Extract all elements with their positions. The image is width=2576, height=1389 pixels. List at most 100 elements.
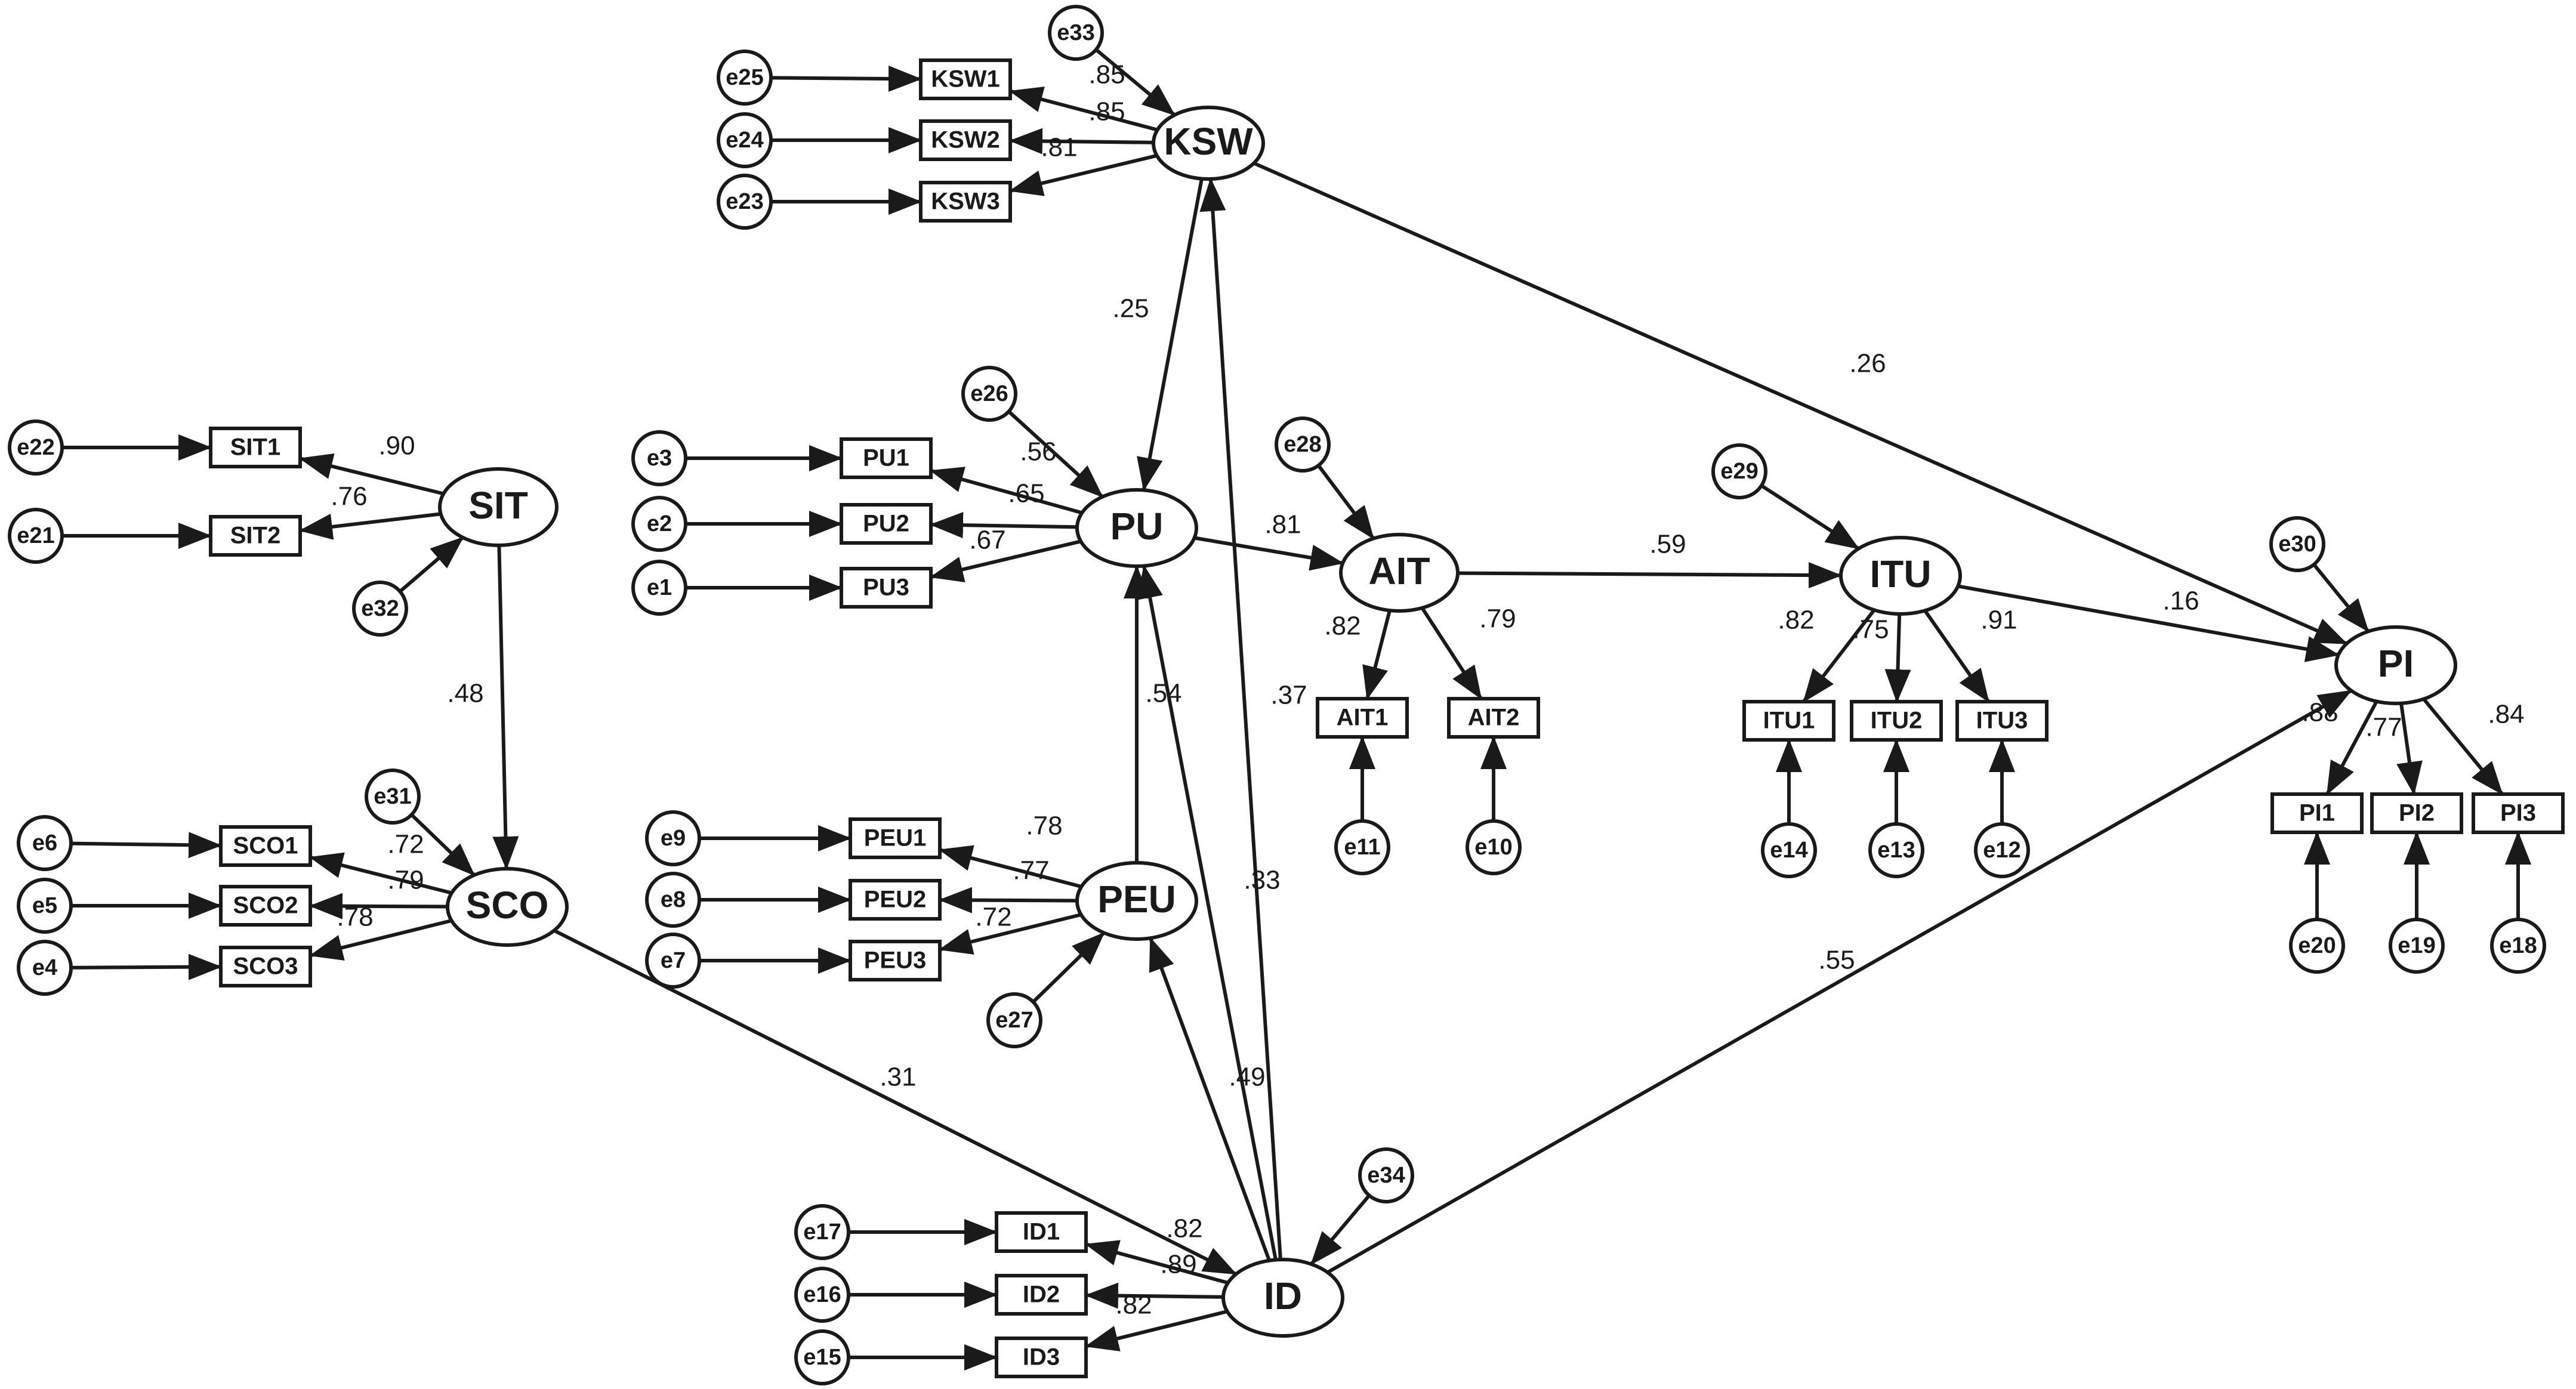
error-label-e23: e23 <box>726 189 763 214</box>
path-arrow-id-to-id3 <box>1085 1310 1228 1351</box>
indicator-label-itu2: ITU2 <box>1871 708 1923 734</box>
indicator-label-itu1: ITU1 <box>1763 708 1815 734</box>
error-circle-e10 <box>1466 819 1522 875</box>
coefficient-label-itu-itu1: .82 <box>1778 606 1814 635</box>
path-arrow-pi-to-pi2 <box>2396 703 2423 795</box>
path-arrow-e27-to-peu <box>1032 931 1106 1004</box>
indicator-label-sit2: SIT2 <box>230 523 280 549</box>
error-node-e16: e16 <box>794 1267 850 1323</box>
path-arrow-sit-to-sit2 <box>299 512 441 540</box>
error-node-e3: e3 <box>631 430 687 486</box>
path-arrow-e32-to-sit <box>399 536 464 593</box>
indicator-label-sco2: SCO2 <box>233 893 298 919</box>
error-circle-e21 <box>8 508 64 564</box>
indicator-label-pu1: PU1 <box>863 445 909 471</box>
latent-ellipse-sco <box>446 867 569 947</box>
error-label-e18: e18 <box>2499 933 2537 958</box>
coefficient-label-id-id3: .82 <box>1115 1291 1152 1320</box>
indicator-node-peu1: PEU1 <box>849 817 942 859</box>
coefficient-label-peu-peu2: .77 <box>1013 856 1049 885</box>
indicator-box-peu2 <box>849 879 942 921</box>
indicator-label-sit1: SIT1 <box>230 434 280 461</box>
coefficient-label-ksw-pi: .26 <box>1849 349 1886 378</box>
coefficient-label-pi-pi2: .77 <box>2365 713 2402 742</box>
error-node-e6: e6 <box>17 815 73 871</box>
indicator-box-pu2 <box>840 503 933 545</box>
error-node-e19: e19 <box>2389 918 2445 974</box>
error-circle-e23 <box>717 174 773 230</box>
error-label-e13: e13 <box>1877 838 1915 863</box>
indicator-label-ait2: AIT2 <box>1468 705 1520 731</box>
indicator-box-peu1 <box>849 817 942 859</box>
error-node-e29: e29 <box>1711 443 1767 499</box>
indicator-node-itu1: ITU1 <box>1742 700 1835 742</box>
indicator-node-sco2: SCO2 <box>219 885 312 927</box>
error-circle-e18 <box>2490 918 2546 974</box>
indicator-node-itu3: ITU3 <box>1955 700 2049 742</box>
error-circle-e26 <box>961 366 1017 422</box>
error-node-e14: e14 <box>1761 822 1817 878</box>
path-arrow-e31-to-sco <box>410 813 476 876</box>
indicator-node-sit2: SIT2 <box>209 515 302 557</box>
error-node-e31: e31 <box>365 768 421 825</box>
error-label-e15: e15 <box>803 1345 841 1370</box>
error-label-e10: e10 <box>1474 835 1512 860</box>
error-circle-e29 <box>1711 443 1767 499</box>
path-arrow-e25-to-ksw1 <box>770 65 922 92</box>
coefficient-label-pu-pu3: .67 <box>969 526 1005 555</box>
indicator-node-itu2: ITU2 <box>1850 700 1943 742</box>
error-label-e3: e3 <box>647 446 672 471</box>
error-label-e11: e11 <box>1344 835 1380 860</box>
error-node-e20: e20 <box>2289 918 2345 974</box>
latent-label-sco: SCO <box>466 884 549 927</box>
coefficient-label-ksw-ksw1: .85 <box>1088 60 1125 89</box>
error-circle-e28 <box>1275 416 1331 473</box>
indicator-label-ksw2: KSW2 <box>931 127 1000 153</box>
coefficient-label-id-pi: .55 <box>1818 946 1855 975</box>
latent-ellipse-itu <box>1839 536 1962 616</box>
indicator-label-peu1: PEU1 <box>864 825 927 851</box>
coefficient-label-pu-pu2: .65 <box>1008 479 1044 508</box>
error-node-e4: e4 <box>17 940 73 996</box>
error-circle-e1 <box>631 560 687 616</box>
indicator-node-id2: ID2 <box>995 1274 1088 1316</box>
coefficient-label-ksw-ksw2: .85 <box>1088 97 1125 126</box>
error-circle-e24 <box>717 112 773 168</box>
error-circle-e34 <box>1358 1147 1414 1203</box>
path-arrow-peu-to-peu3 <box>939 913 1082 955</box>
path-arrow-pu-to-ait <box>1194 536 1344 571</box>
error-circle-e5 <box>17 878 73 934</box>
coefficient-label-pi-pi3: .84 <box>2488 700 2524 729</box>
coefficient-label-ksw-pu: .25 <box>1112 294 1149 323</box>
indicator-node-pi1: PI1 <box>2270 792 2364 834</box>
indicator-label-sco1: SCO1 <box>233 833 298 859</box>
error-circle-e15 <box>794 1329 850 1385</box>
error-label-e19: e19 <box>2398 933 2435 958</box>
latent-label-ksw: KSW <box>1164 120 1253 163</box>
coefficient-label-id-id1: .82 <box>1166 1214 1202 1243</box>
indicator-node-ait1: AIT1 <box>1316 697 1409 739</box>
error-circle-e19 <box>2389 918 2445 974</box>
path-arrow-itu-to-itu1 <box>1802 609 1876 703</box>
error-node-e5: e5 <box>17 878 73 934</box>
error-node-e13: e13 <box>1868 822 1924 878</box>
coefficient-label-id-peu: .49 <box>1229 1063 1265 1092</box>
error-node-e11: e11 <box>1334 819 1390 875</box>
indicator-label-pi1: PI1 <box>2299 800 2335 826</box>
indicator-box-sco2 <box>219 885 312 927</box>
indicator-node-ait2: AIT2 <box>1447 697 1540 739</box>
latent-ellipse-pu <box>1075 488 1198 568</box>
path-arrow-ksw-to-pu <box>1137 178 1204 492</box>
indicator-label-id1: ID1 <box>1023 1219 1060 1245</box>
error-label-e8: e8 <box>661 887 686 912</box>
indicator-node-ksw1: KSW1 <box>919 58 1012 100</box>
error-node-e22: e22 <box>8 419 64 476</box>
indicator-node-peu3: PEU3 <box>849 940 942 981</box>
path-arrow-id-to-pi <box>1326 689 2352 1274</box>
path-arrow-itu-to-itu2 <box>1884 613 1911 703</box>
coefficient-label-sco-sco1: .72 <box>387 830 424 859</box>
path-arrow-ksw-to-pi <box>1253 161 2348 646</box>
latent-ellipse-ksw <box>1152 106 1265 181</box>
latent-ellipse-peu <box>1075 861 1198 941</box>
